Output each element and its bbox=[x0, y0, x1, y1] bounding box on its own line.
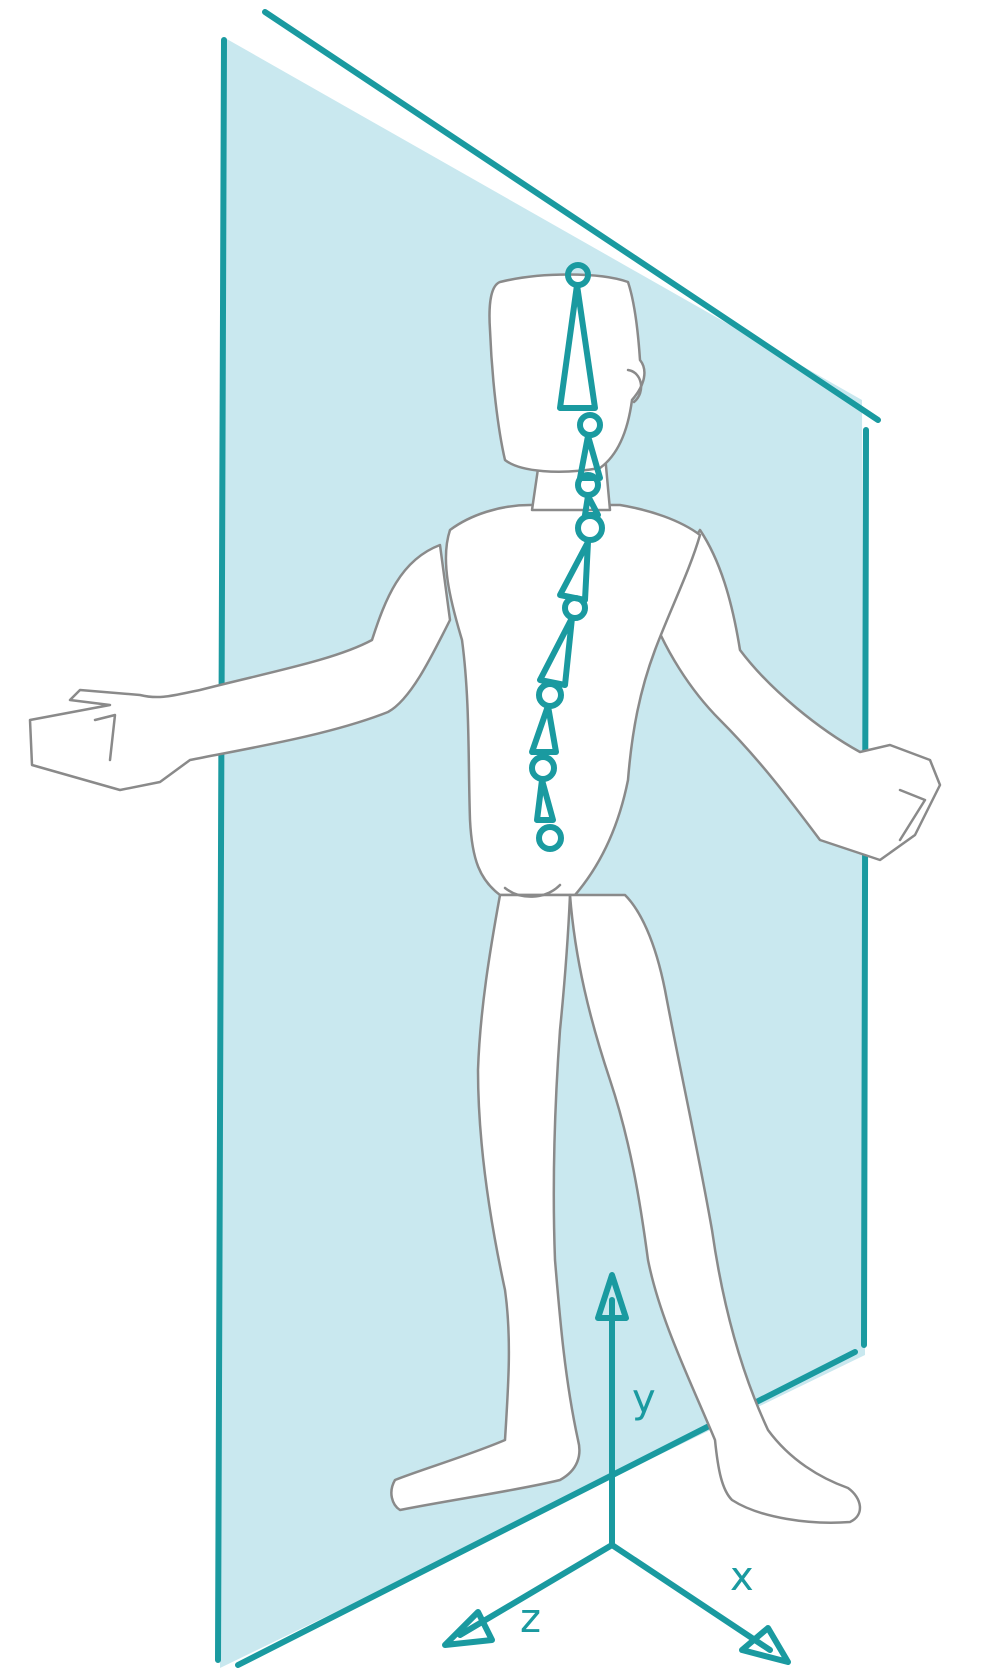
x-axis-label: x bbox=[730, 1554, 754, 1600]
y-axis-label: y bbox=[632, 1376, 656, 1422]
plane-right-edge bbox=[864, 430, 866, 1345]
z-axis-label: z bbox=[520, 1596, 541, 1642]
